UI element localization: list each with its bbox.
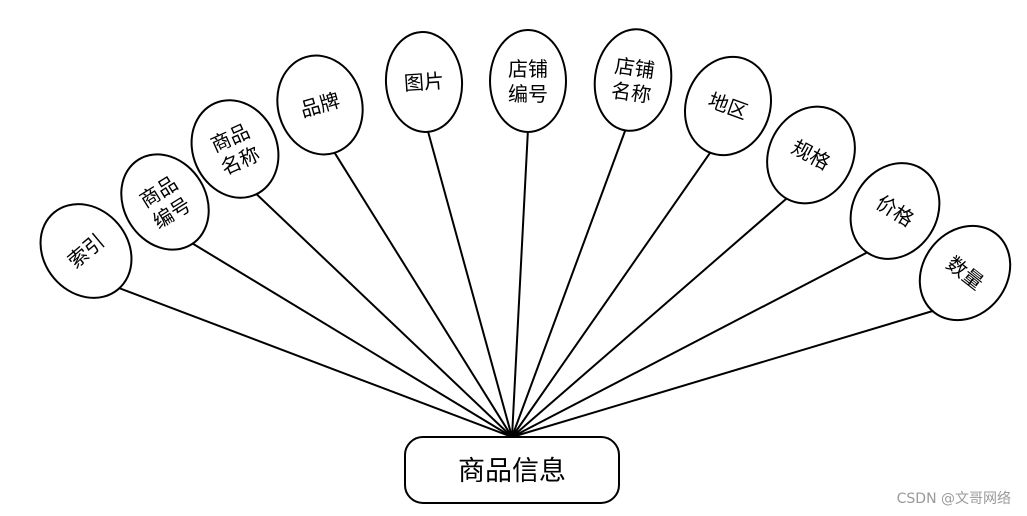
attribute-ellipse [384, 31, 464, 133]
attribute-ellipse [489, 29, 567, 133]
connector-line [511, 250, 871, 438]
attribute-node[interactable]: 地区 [671, 45, 784, 168]
connector-line [426, 128, 513, 438]
attribute-node[interactable]: 规格 [750, 91, 871, 219]
connector-line [511, 309, 937, 438]
attribute-label: 店铺 [508, 57, 548, 81]
attribute-ellipse [766, 105, 856, 205]
attribute-ellipse [849, 162, 941, 260]
attribute-ellipse [39, 203, 133, 299]
entity-box [404, 436, 620, 504]
attribute-group: 索引商品编号商品名称品牌图片店铺编号店铺名称地区规格价格数量 [22, 24, 1027, 339]
connector-line [115, 286, 513, 438]
attribute-ellipse [120, 153, 210, 251]
entity-label: 商品信息 [458, 456, 566, 487]
watermark-text: CSDN @文哥网络 [896, 491, 1011, 507]
connector-line [511, 128, 529, 438]
attribute-ellipse [190, 99, 280, 199]
attribute-ellipse [683, 55, 773, 157]
connector-line [189, 241, 513, 438]
connector-line [511, 149, 713, 438]
attribute-ellipse [276, 54, 364, 156]
attribute-ellipse [593, 28, 673, 132]
connector-lines [115, 127, 937, 438]
attribute-node[interactable]: 图片 [383, 29, 466, 134]
attribute-label: 图片 [403, 69, 445, 96]
entity-node[interactable]: 商品信息 [404, 436, 620, 504]
attribute-node[interactable]: 价格 [833, 146, 957, 275]
connector-line [253, 191, 513, 438]
attribute-node[interactable]: 索引 [22, 186, 151, 317]
attribute-node[interactable]: 品牌 [266, 45, 374, 164]
attribute-node[interactable]: 数量 [901, 208, 1027, 339]
attribute-label: 编号 [508, 82, 548, 106]
connector-line [511, 195, 790, 438]
connector-line [332, 149, 513, 438]
attribute-label: 名称 [610, 78, 653, 107]
attribute-label: 店铺 [613, 53, 656, 82]
attribute-ellipse [918, 224, 1012, 322]
connector-line [511, 127, 628, 438]
